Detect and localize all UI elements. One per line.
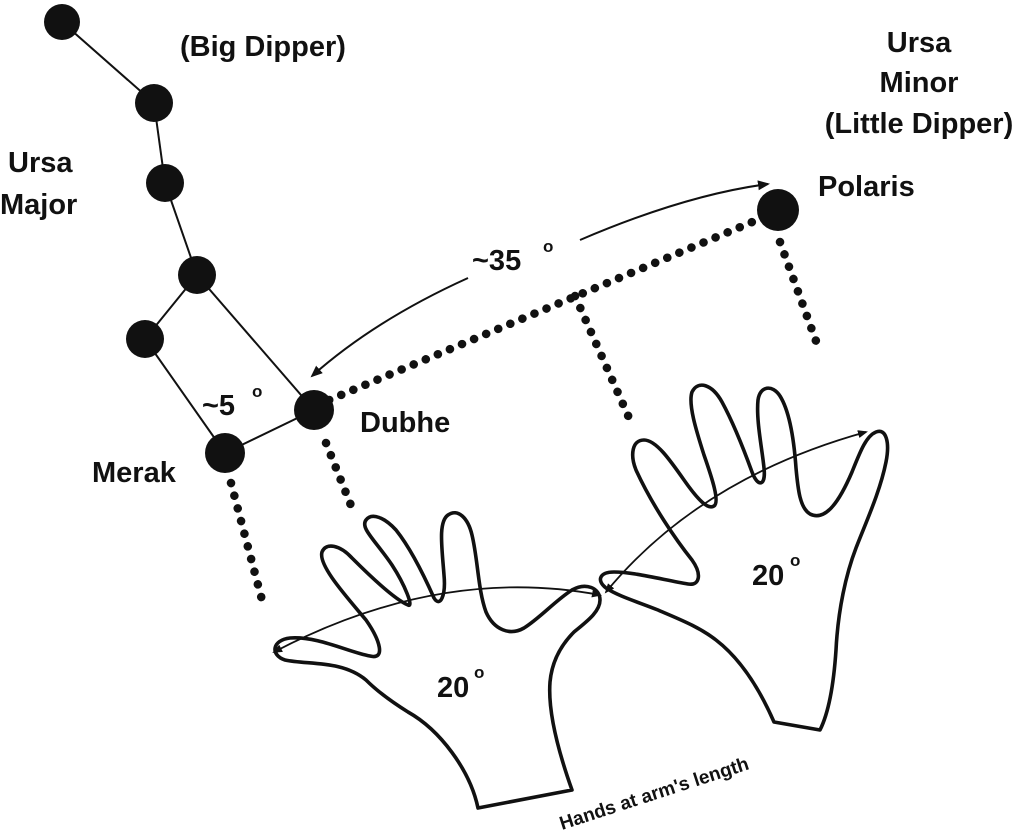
dubhe-to-polaris-dotted-line: [317, 207, 781, 408]
middle-sightline: [570, 291, 635, 425]
left-hand-outline: [273, 510, 602, 810]
star-merak: [205, 433, 245, 473]
ursa-minor-label-line3: (Little Dipper): [825, 108, 1014, 140]
ursa-minor-label-line2: Minor: [880, 67, 959, 99]
left-hand-angle-value: 20: [437, 672, 469, 704]
angle-5-value: ~5: [202, 390, 235, 422]
star-polaris: [757, 189, 799, 231]
left-hand-20-degree-arc: [272, 586, 602, 653]
star-phecda: [126, 320, 164, 358]
star-alioth: [146, 164, 184, 202]
right-hand-outline: [598, 383, 890, 732]
left-hand-20-label: 20 o: [437, 663, 484, 704]
left-hand-degree-mark: o: [474, 663, 484, 682]
dubhe-label: Dubhe: [360, 407, 450, 439]
stars: [44, 4, 799, 473]
right-hand-degree-mark: o: [790, 551, 800, 570]
ursa-major-label-line1: Ursa: [8, 147, 73, 179]
big-dipper-lines: [61, 21, 315, 454]
star-dubhe: [294, 390, 334, 430]
hands-caption: Hands at arm's length: [557, 754, 752, 834]
ursa-minor-label-line1: Ursa: [887, 27, 952, 59]
star-mizar: [135, 84, 173, 122]
star-alkaid: [44, 4, 80, 40]
angle-35-arrow: [579, 180, 770, 241]
dotted-lines: [226, 207, 825, 605]
right-hand-angle-value: 20: [752, 560, 784, 592]
dubhe-sightline: [321, 438, 357, 513]
angle-35-value: ~35: [472, 245, 521, 277]
big-dipper-label: (Big Dipper): [180, 31, 346, 63]
angle-5-label: ~5 o: [202, 382, 262, 422]
polaris-sightline: [775, 237, 825, 357]
angle-5-degree-mark: o: [252, 382, 262, 401]
angle-35-degree-mark: o: [543, 237, 553, 256]
right-hand-20-degree-arc: [604, 430, 868, 594]
polaris-label: Polaris: [818, 171, 915, 203]
merak-sightline: [226, 478, 267, 605]
ursa-major-label-line2: Major: [0, 189, 77, 221]
merak-label: Merak: [92, 457, 177, 489]
star-megrez: [178, 256, 216, 294]
angle-35-label: ~35 o: [472, 237, 553, 277]
right-hand-20-label: 20 o: [752, 551, 800, 592]
